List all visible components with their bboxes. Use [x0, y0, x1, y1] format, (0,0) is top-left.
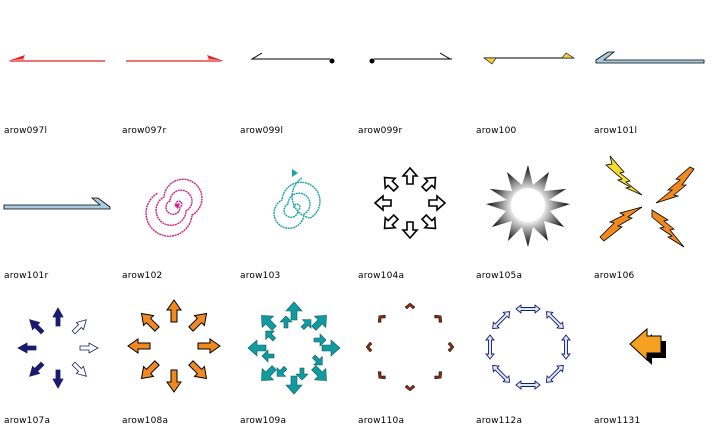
item-label: arow107a — [4, 416, 51, 426]
orange-3d-left-arrow-icon — [629, 327, 666, 365]
gallery-item-arow108a[interactable]: arow108a — [118, 299, 236, 445]
item-label: arow110a — [358, 416, 405, 426]
item-label: arow099l — [240, 126, 284, 136]
gallery-item-arow105a[interactable]: arow105a — [472, 155, 590, 300]
item-label: arow106 — [594, 271, 635, 281]
gallery-item-arow097r[interactable]: arow097r — [118, 10, 236, 155]
gallery-item-arow102[interactable]: arow102 — [118, 155, 236, 300]
gallery-item-arow109a[interactable]: arow109a — [236, 300, 354, 445]
item-label: arow102 — [122, 271, 163, 281]
blue-double-headed-circle-icon — [485, 304, 571, 390]
item-label: arow101l — [594, 126, 638, 136]
yellow-arrow-line-icon — [483, 52, 576, 65]
left-arrow-line-red-icon — [8, 55, 105, 62]
item-label: arow1131 — [594, 416, 641, 426]
gallery-item-arow099l[interactable]: arow099l — [236, 10, 354, 155]
eight-arrows-outward-icon — [373, 166, 447, 240]
left-blue-arrow-bar-icon — [595, 51, 705, 64]
gallery-item-arow112a[interactable]: arow112a — [472, 300, 590, 445]
left-arrow-line-black-icon — [250, 52, 335, 64]
red-chevron-circle-icon — [365, 302, 455, 392]
gallery-item-arow110a[interactable]: arow110a — [354, 300, 472, 445]
lightning-arrows-icon — [599, 155, 695, 248]
teal-spiral-arrow-icon — [273, 169, 321, 229]
right-arrow-line-red-icon — [126, 55, 224, 62]
item-label: arow097l — [4, 126, 48, 136]
item-label: arow104a — [358, 271, 405, 281]
item-label: arow108a — [122, 416, 169, 426]
gallery-item-arow106[interactable]: arow106 — [590, 155, 708, 300]
teal-double-arrows-icon — [247, 301, 341, 395]
magenta-spiral-arrow-icon — [145, 178, 203, 237]
item-label: arow099r — [358, 126, 403, 136]
gallery-item-arow101l[interactable]: arow101l — [590, 10, 708, 155]
gallery-item-arow1131[interactable]: arow1131 — [590, 300, 708, 445]
navy-circle-arrows-icon — [17, 307, 99, 389]
item-label: arow100 — [476, 126, 517, 136]
item-label: arow097r — [122, 126, 167, 136]
gallery-item-arow099r[interactable]: arow099r — [354, 10, 472, 155]
right-arrow-line-black-icon — [369, 52, 452, 64]
right-blue-arrow-bar-icon — [3, 197, 111, 210]
item-label: arow101r — [4, 271, 49, 281]
gallery-item-arow100[interactable]: arow100 — [472, 10, 590, 155]
gallery-item-arow103[interactable]: arow103 — [236, 155, 354, 300]
gallery-item-arow101r[interactable]: arow101r — [0, 155, 118, 300]
item-label: arow103 — [240, 271, 281, 281]
gallery-item-arow107a[interactable]: arow107a — [0, 300, 118, 445]
item-label: arow109a — [240, 416, 287, 426]
orange-circle-arrows-icon — [127, 299, 221, 393]
item-label: arow105a — [476, 271, 523, 281]
gallery-item-arow097l[interactable]: arow097l — [0, 10, 118, 155]
item-label: arow112a — [476, 416, 523, 426]
gallery-item-arow104a[interactable]: arow104a — [354, 155, 472, 300]
starburst-arrows-icon — [486, 165, 570, 247]
